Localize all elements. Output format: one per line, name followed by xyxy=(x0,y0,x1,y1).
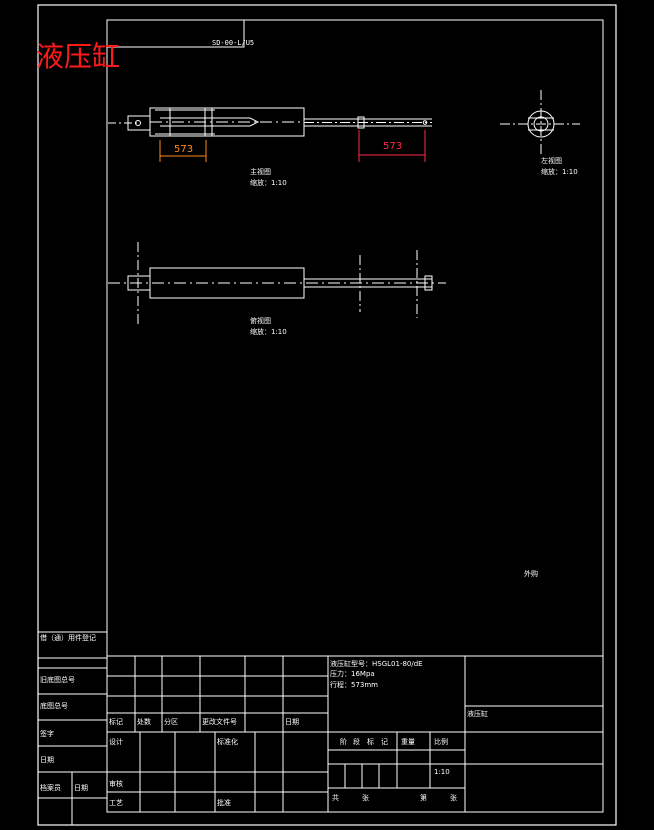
left-view-scale: 缩放：1:10 xyxy=(541,167,578,176)
dimension-right: 573 xyxy=(383,141,402,152)
label-standard: 标准化 xyxy=(217,737,238,746)
label-zone: 分区 xyxy=(164,717,178,726)
label-count: 处数 xyxy=(137,717,151,726)
drawing-title: 液压缸 xyxy=(36,40,120,73)
label-doc: 更改文件号 xyxy=(202,717,237,726)
front-view xyxy=(108,107,432,162)
front-view-scale: 缩放：1:10 xyxy=(250,178,287,187)
label-review: 审核 xyxy=(109,779,123,788)
top-view-scale: 缩放：1:10 xyxy=(250,327,287,336)
stage-header-3: 标 xyxy=(367,737,374,746)
left-view xyxy=(500,90,580,155)
front-view-label: 主视图 xyxy=(250,167,271,176)
top-view-label: 俯视图 xyxy=(250,316,271,325)
label-total: 共 xyxy=(332,793,339,802)
stage-header-4: 记 xyxy=(381,738,388,746)
tech-spec-1: 液压缸型号：HSGL01-80/dE xyxy=(330,659,423,668)
left-view-label: 左视图 xyxy=(541,156,562,165)
tech-spec-2: 压力：16Mpa xyxy=(330,669,375,678)
label-process: 工艺 xyxy=(109,799,123,807)
label-approve: 批准 xyxy=(217,798,231,807)
label-weight: 重量 xyxy=(401,738,415,746)
side-table xyxy=(38,631,107,825)
tech-spec-3: 行程：573mm xyxy=(330,680,378,689)
part-name: 液压缸 xyxy=(467,709,488,718)
label-ratio: 比例 xyxy=(434,737,448,746)
label-date: 日期 xyxy=(285,718,299,726)
inner-border xyxy=(106,19,604,813)
top-view xyxy=(108,242,446,324)
label-mark: 标记 xyxy=(109,717,123,726)
side-borrow-label: 借（通）用件登记 xyxy=(40,633,96,642)
drawing-number: SD-00-L/U5 xyxy=(212,39,254,47)
ratio-value: 1:10 xyxy=(434,768,450,776)
side-date: 日期 xyxy=(40,756,54,764)
side-drawing: 底图总号 xyxy=(40,701,68,710)
label-sheet: 第 xyxy=(420,793,427,802)
dimension-left: 573 xyxy=(174,144,193,155)
stage-header-1: 阶 xyxy=(340,737,347,746)
outer-border xyxy=(37,4,617,826)
drawing-number-box: SD-00-L/U5 xyxy=(107,20,254,48)
side-signature: 签字 xyxy=(40,729,54,738)
purchased-note: 外购 xyxy=(524,569,538,578)
side-archivist: 档案员 xyxy=(40,783,61,792)
label-sheets: 张 xyxy=(362,793,369,802)
stage-header-2: 段 xyxy=(353,737,360,746)
title-block-grid xyxy=(107,655,603,812)
label-design: 设计 xyxy=(109,737,123,746)
label-sheets-2: 张 xyxy=(450,793,457,802)
side-date-2: 日期 xyxy=(74,784,88,792)
side-old-drawing: 旧底图总号 xyxy=(40,675,75,684)
